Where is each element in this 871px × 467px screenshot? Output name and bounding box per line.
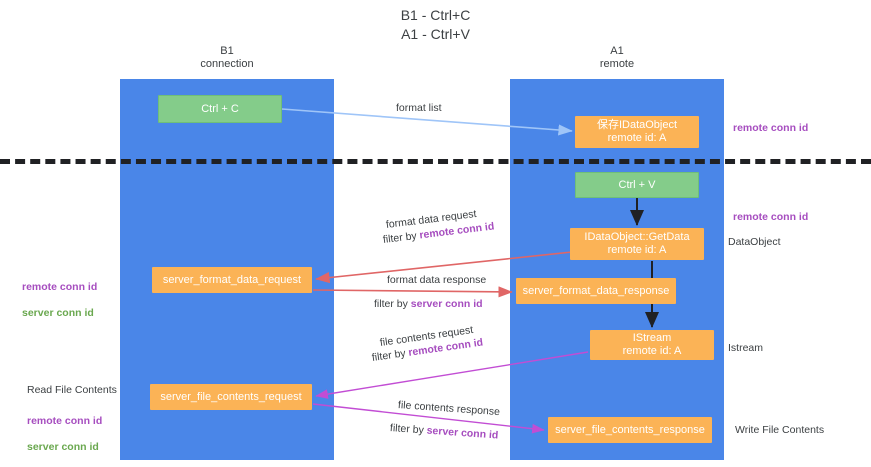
edge-format-data-response [312, 286, 513, 298]
filter-prefix: filter by [374, 298, 411, 310]
box-ctrl-c[interactable]: Ctrl + C [158, 95, 282, 123]
annotation-read-server-conn-id: server conn id [27, 441, 99, 453]
box-save-idataobject[interactable]: 保存IDataObject remote id: A [575, 116, 699, 148]
annotation-read-conn-ids: remote conn id server conn id [27, 402, 102, 467]
phase-divider [0, 159, 871, 164]
edge-label-format-data-response: format data response [387, 274, 487, 286]
edge-file-contents-request [315, 351, 589, 399]
edge-format-list [281, 108, 573, 136]
box-server-file-contents-response[interactable]: server_file_contents_response [548, 417, 712, 443]
box-server-format-data-request[interactable]: server_format_data_request [152, 267, 312, 293]
annotation-read-remote-conn-id: remote conn id [27, 415, 103, 427]
annotation-left-server-conn-id: server conn id [22, 307, 94, 319]
annotation-left-conn-ids: remote conn id server conn id [22, 268, 97, 333]
lane-header-a1: A1 remote [599, 45, 635, 70]
annotation-read-file-contents: Read File Contents [27, 384, 117, 396]
box-istream[interactable]: IStream remote id: A [590, 330, 714, 360]
annotation-dataobject: DataObject [728, 236, 781, 248]
edge-label-format-data-response-filter: filter by server conn id [374, 297, 483, 311]
edge-label-format-list: format list [396, 102, 442, 114]
annotation-remote-conn-id-top: remote conn id [733, 122, 809, 134]
lane-header-b1: B1 connection [200, 45, 254, 70]
box-ctrl-v[interactable]: Ctrl + V [575, 172, 699, 198]
box-idataobject-getdata[interactable]: IDataObject::GetData remote id: A [570, 228, 704, 260]
edge-file-contents-response [312, 403, 545, 434]
annotation-write-file-contents: Write File Contents [735, 424, 825, 436]
page-title: B1 - Ctrl+C A1 - Ctrl+V [400, 7, 471, 42]
annotation-istream: Istream [728, 342, 764, 354]
annotation-left-remote-conn-id: remote conn id [22, 281, 98, 293]
filter-key-server-conn-id: server conn id [410, 298, 483, 310]
filter-prefix: filter by [389, 422, 428, 437]
annotation-remote-conn-id-mid: remote conn id [733, 211, 809, 223]
edge-format-data-request [315, 251, 573, 284]
box-server-file-contents-request[interactable]: server_file_contents_request [150, 384, 312, 410]
box-server-format-data-response[interactable]: server_format_data_response [516, 278, 676, 304]
